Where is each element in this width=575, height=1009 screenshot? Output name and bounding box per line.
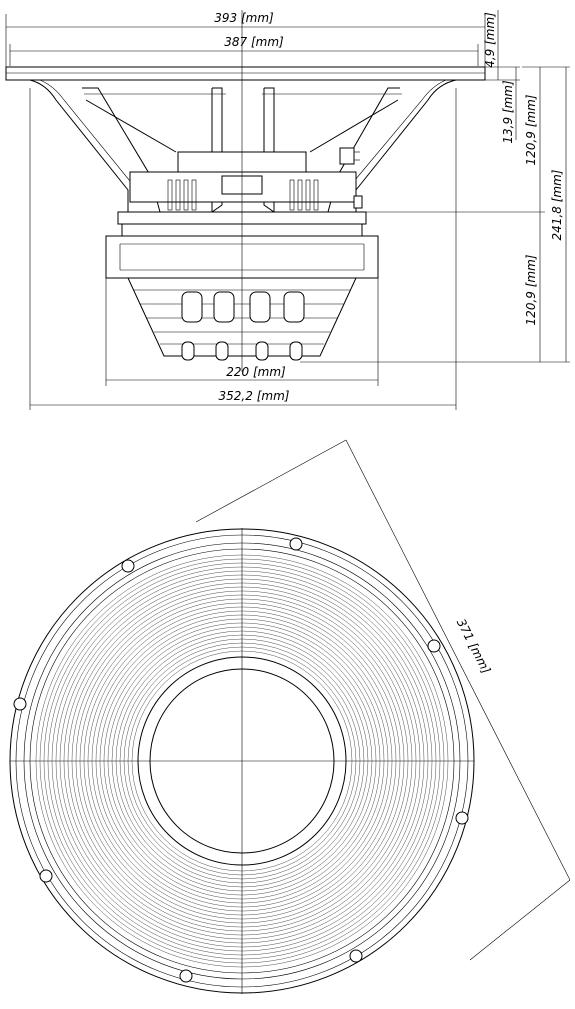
mounting-hole xyxy=(455,811,469,825)
mounting-hole xyxy=(39,869,53,883)
mounting-hole xyxy=(13,697,27,711)
mounting-diameter-label: 387 [mm] xyxy=(224,35,284,49)
dimension-frame-diameter: 352,2 [mm] xyxy=(29,88,457,410)
front-view: 371 [mm] xyxy=(9,439,571,994)
cooling-fins xyxy=(181,291,305,361)
dimension-flange-thickness: 4,9 [mm] xyxy=(483,10,499,80)
mounting-hole xyxy=(289,537,303,551)
magnet-diameter-label: 220 [mm] xyxy=(226,365,286,379)
mounting-hole xyxy=(349,949,363,963)
upper-depth-label: 120,9 [mm] xyxy=(524,94,538,165)
dimension-mounting-diameter: 387 [mm] xyxy=(9,35,479,66)
dimension-total-depth: 241,8 [mm] xyxy=(545,66,570,362)
mounting-holes xyxy=(13,537,469,983)
dimension-magnet-diameter: 220 [mm] xyxy=(105,278,379,386)
vent-slots-upper xyxy=(167,179,319,211)
total-depth-label: 241,8 [mm] xyxy=(550,169,564,240)
speaker-basket xyxy=(29,79,457,213)
dimension-upper-depth: 120,9 [mm] xyxy=(356,66,545,213)
dimension-flange-to-cone: 13,9 [mm] xyxy=(501,67,517,144)
lower-depth-label: 120,9 [mm] xyxy=(524,254,538,325)
frame-diameter-label: 352,2 [mm] xyxy=(219,389,290,403)
dimension-bolt-circle: 371 [mm] xyxy=(195,439,571,961)
mounting-hole xyxy=(121,559,135,573)
flange-to-cone-label: 13,9 [mm] xyxy=(501,80,515,144)
terminal-block xyxy=(339,147,363,209)
flange-thickness-label: 4,9 [mm] xyxy=(483,12,497,68)
bolt-circle-label: 371 [mm] xyxy=(454,617,494,677)
dimension-outer-diameter: 393 [mm] xyxy=(5,11,486,68)
dimension-lower-depth: 120,9 [mm] xyxy=(300,212,570,363)
speaker-flange xyxy=(5,66,520,81)
outer-diameter-label: 393 [mm] xyxy=(214,11,274,25)
side-view: 393 [mm] 387 [mm] xyxy=(5,10,570,410)
mounting-hole xyxy=(179,969,193,983)
mounting-hole xyxy=(427,639,441,653)
